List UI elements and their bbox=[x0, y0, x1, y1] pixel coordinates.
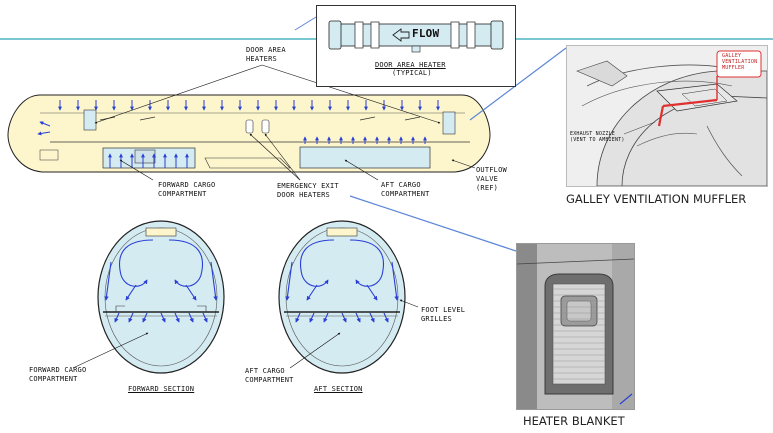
section-airflow-arrow bbox=[185, 284, 197, 301]
section-airflow-arrow bbox=[341, 312, 347, 323]
section-airflow-arrow bbox=[355, 312, 361, 323]
section-airflow-arrow bbox=[309, 312, 315, 323]
section-airflow-arrow bbox=[295, 312, 301, 323]
section-airflow-arrow bbox=[306, 284, 318, 301]
airflow-arrow bbox=[37, 131, 51, 136]
forward-cargo-label-2: COMPARTMENT bbox=[158, 190, 207, 198]
heater-blanket-sketch bbox=[517, 244, 634, 409]
galley-tag-1: GALLEY bbox=[722, 53, 742, 59]
door-area-heaters-label-2: HEATERS bbox=[246, 55, 277, 63]
airflow-arrow bbox=[39, 121, 51, 127]
aft-section-compartment-1: AFT CARGO bbox=[245, 367, 285, 375]
galley-tag-2: VENTILATION bbox=[722, 59, 758, 65]
aft-cargo-label-1: AFT CARGO bbox=[381, 181, 421, 189]
fwd-section-compartment-1: FORWARD CARGO bbox=[29, 366, 87, 374]
door-area-heater-title: DOOR AREA HEATER bbox=[375, 61, 446, 69]
section-airflow-arrow bbox=[202, 312, 208, 323]
section-airflow-arrow bbox=[104, 261, 112, 301]
galley-caption: GALLEY VENTILATION MUFFLER bbox=[566, 192, 747, 206]
door-area-heater-subtitle: (TYPICAL) bbox=[392, 69, 432, 77]
section-airflow-arrow bbox=[188, 312, 194, 323]
section-airflow-arrow bbox=[142, 312, 148, 323]
section-airflow-arrow bbox=[128, 312, 134, 323]
section-airflow-arrow bbox=[369, 312, 375, 323]
section-airflow-arrow bbox=[285, 261, 293, 301]
door-panel-aft bbox=[442, 111, 456, 135]
aft-section-title: AFT SECTION bbox=[314, 385, 363, 393]
flow-label: FLOW bbox=[412, 27, 440, 40]
section-airflow-arrow bbox=[210, 261, 218, 301]
heater-blanket-caption: HEATER BLANKET bbox=[523, 414, 625, 428]
fwd-section-compartment-2: COMPARTMENT bbox=[29, 375, 78, 383]
exhaust-nozzle-label-2: (VENT TO AMBIENT) bbox=[570, 137, 625, 143]
section-airflow-arrow bbox=[323, 312, 329, 323]
section-airflow-arrow bbox=[349, 239, 384, 287]
forward-section-drawing bbox=[97, 220, 225, 374]
heater-duct-drawing bbox=[328, 20, 504, 53]
section-airflow-arrow bbox=[391, 261, 399, 301]
aft-section-drawing bbox=[278, 220, 406, 374]
galley-muffler-sketch bbox=[567, 46, 767, 186]
section-airflow-arrow bbox=[125, 284, 137, 301]
forward-cargo-label-1: FORWARD CARGO bbox=[158, 181, 216, 189]
outflow-valve-label-3: (REF) bbox=[476, 184, 499, 192]
outflow-valve-label-2: VALVE bbox=[476, 175, 499, 183]
outflow-valve-label-1: OUTFLOW bbox=[476, 166, 507, 174]
aft-cargo-label-2: COMPARTMENT bbox=[381, 190, 430, 198]
door-area-heater-callout: FLOW DOOR AREA HEATER (TYPICAL) bbox=[316, 5, 516, 87]
section-airflow-arrow bbox=[114, 312, 120, 323]
forward-section-title: FORWARD SECTION bbox=[128, 385, 195, 393]
emergency-exit-label-2: DOOR HEATERS bbox=[277, 191, 330, 199]
section-airflow-arrow bbox=[119, 239, 154, 287]
foot-level-grilles-2: GRILLES bbox=[421, 315, 452, 323]
heater-blanket-photo bbox=[516, 243, 635, 410]
exhaust-nozzle-label-1: EXHAUST NOZZLE bbox=[570, 131, 615, 137]
foot-level-grilles-1: FOOT LEVEL bbox=[421, 306, 466, 314]
section-airflow-arrow bbox=[174, 312, 180, 323]
aft-section-compartment-2: COMPARTMENT bbox=[245, 376, 294, 384]
section-airflow-arrow bbox=[300, 239, 335, 287]
galley-tag-3: MUFFLER bbox=[722, 65, 745, 71]
door-area-heaters-label-1: DOOR AREA bbox=[246, 46, 286, 54]
emergency-exit-label-1: EMERGENCY EXIT bbox=[277, 182, 339, 190]
section-airflow-arrow bbox=[366, 284, 378, 301]
aft-cargo-area bbox=[299, 146, 431, 169]
section-airflow-arrow bbox=[168, 239, 203, 287]
section-airflow-arrow bbox=[160, 312, 166, 323]
section-airflow-arrow bbox=[383, 312, 389, 323]
door-panel-fwd bbox=[83, 109, 97, 131]
galley-muffler-photo: GALLEY VENTILATION MUFFLER EXHAUST NOZZL… bbox=[566, 45, 768, 187]
